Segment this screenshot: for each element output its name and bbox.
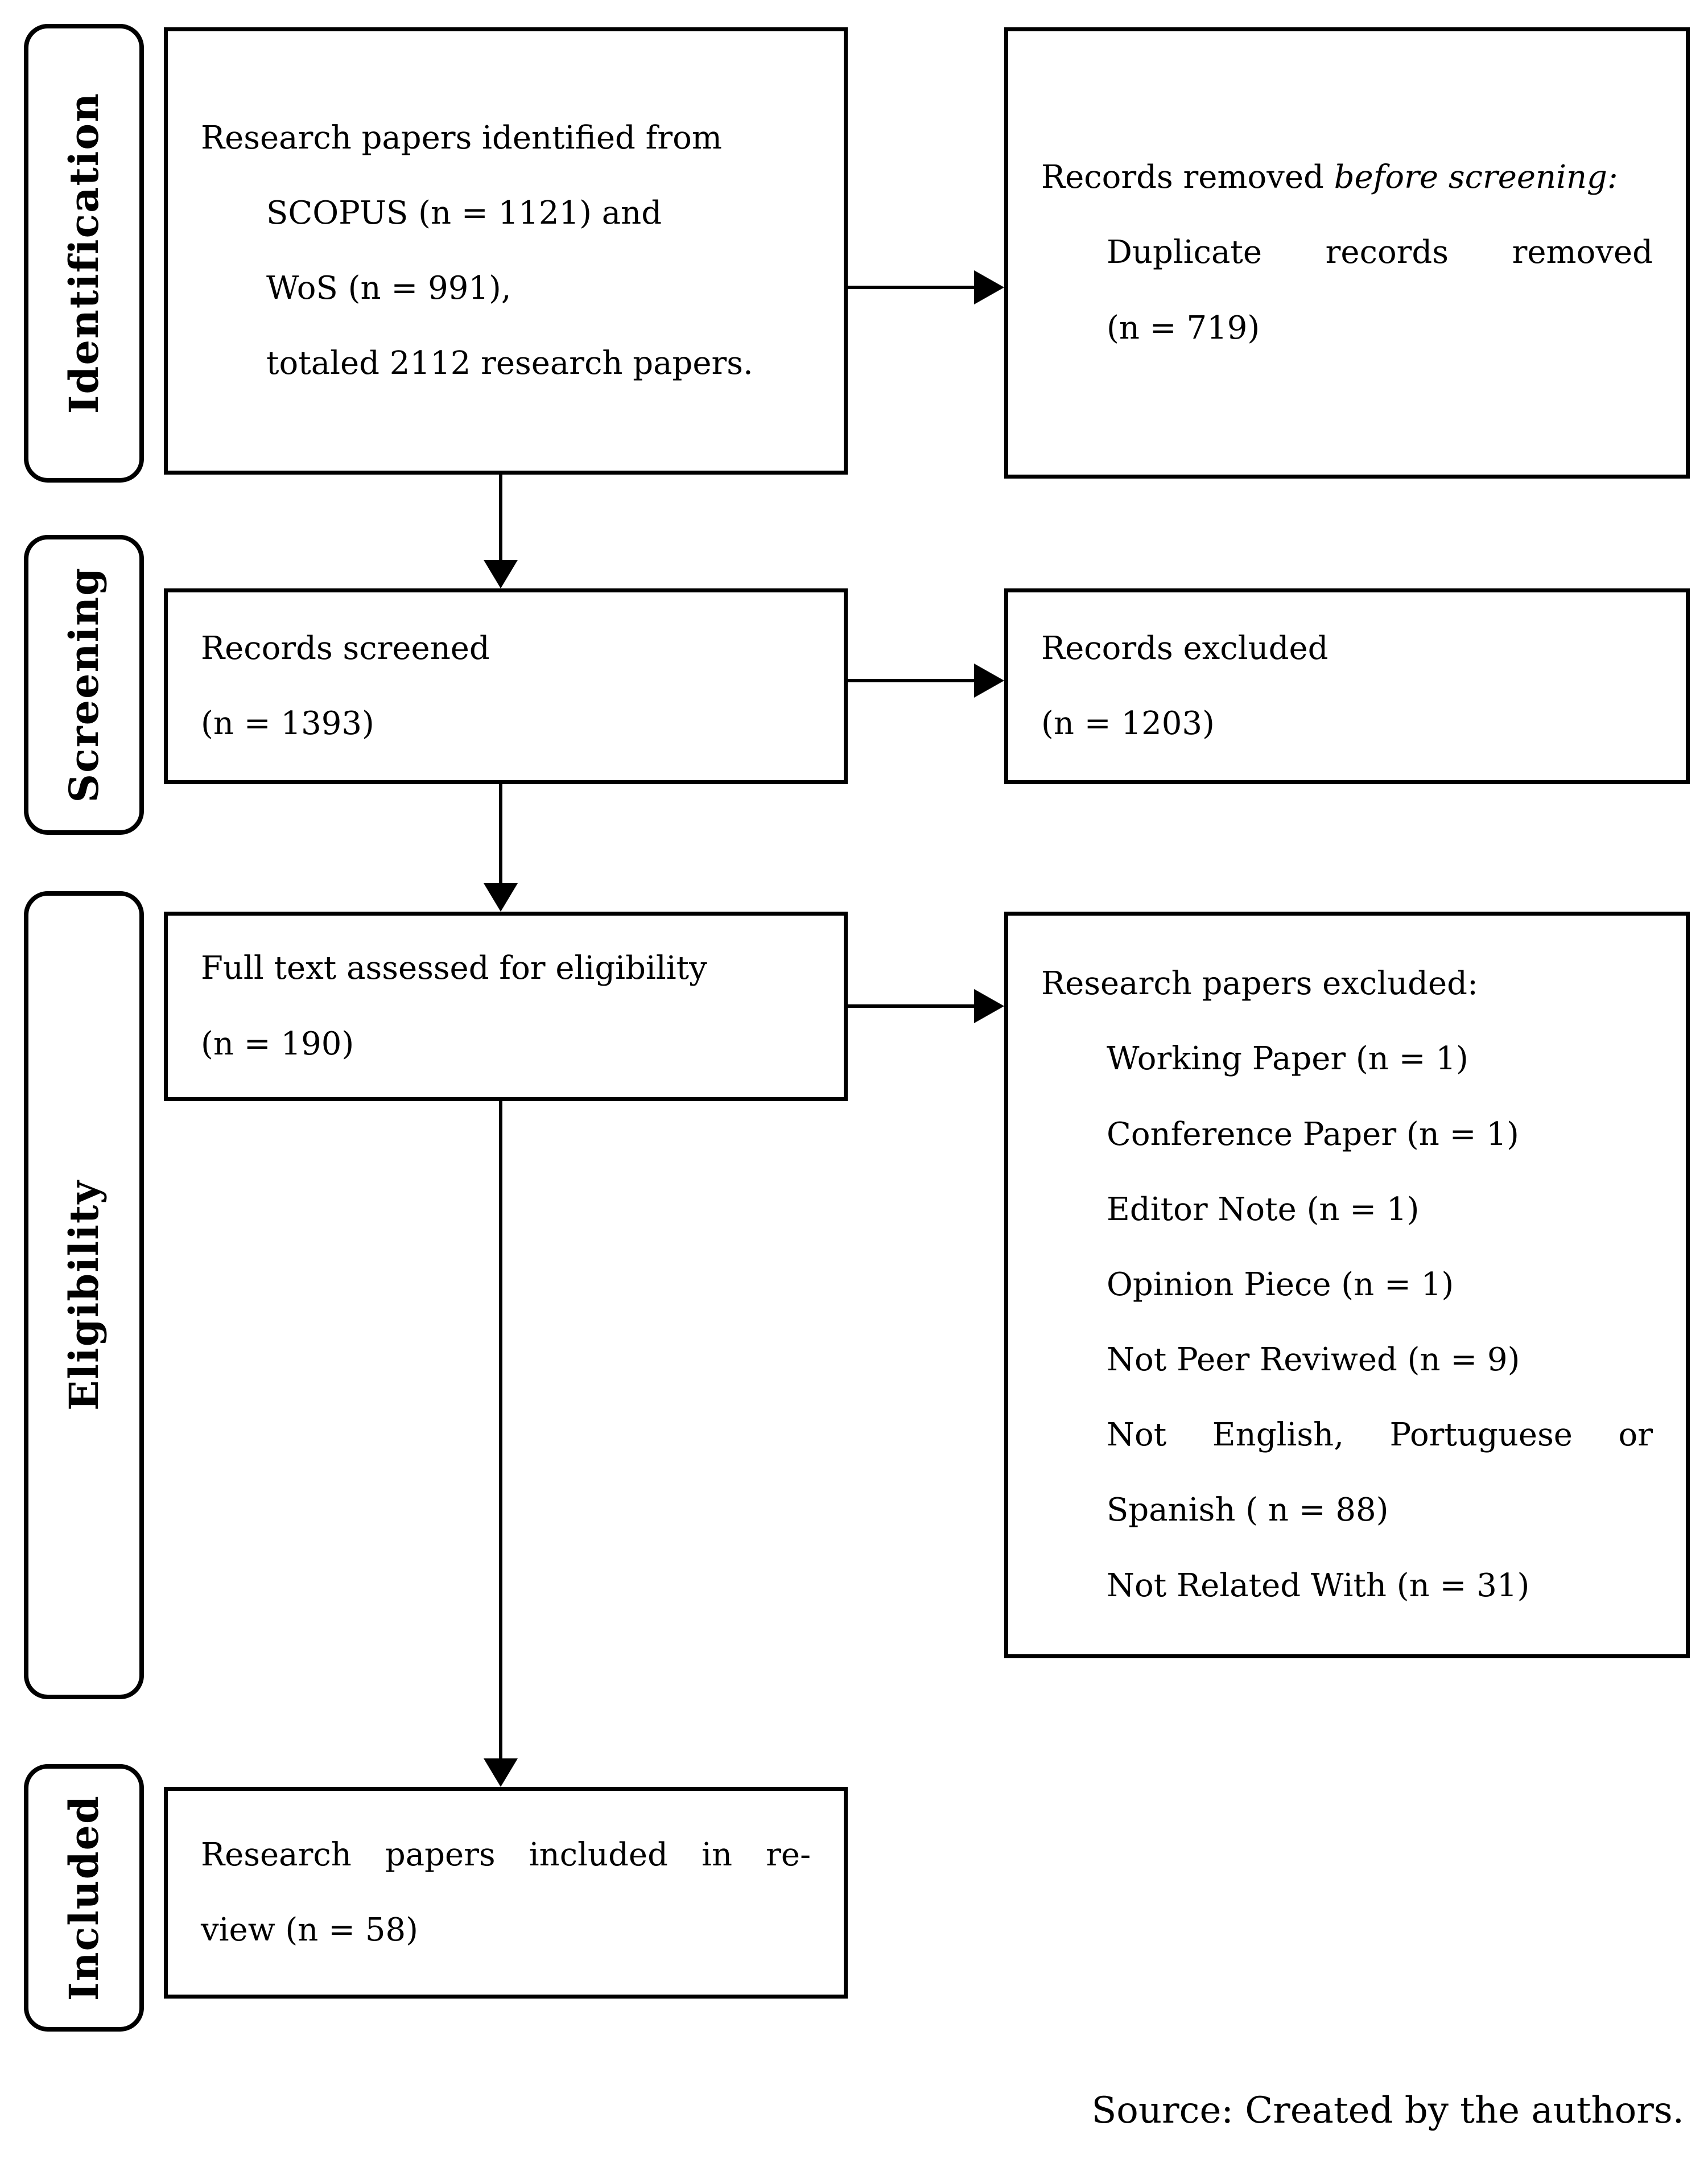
box-records-excluded: Records excluded (n = 1203)	[1004, 588, 1690, 784]
text-line: Records excluded	[1041, 629, 1329, 667]
stage-label-eligibility: Eligibility	[24, 891, 144, 1699]
text-line: Working Paper (n = 1)	[1107, 1040, 1468, 1078]
box-records-screened: Records screened (n = 1393)	[164, 588, 848, 784]
arrow-identified-to-screened	[499, 475, 502, 560]
text-line: WoS (n = 991),	[266, 270, 511, 307]
text-line: Records screened	[201, 629, 490, 667]
stage-label-text: Eligibility	[60, 1180, 108, 1411]
text-segment: Records removed	[1041, 159, 1334, 196]
text-segment-italic: before screening:	[1334, 159, 1618, 196]
text-line: Not English, Portuguese or	[1107, 1416, 1653, 1454]
stage-label-text: Screening	[60, 567, 108, 803]
text-line: Research papers identified from	[201, 119, 722, 156]
text-line: (n = 1393)	[201, 705, 374, 742]
box-papers-included-in-review: Research papers included in re-view (n =…	[164, 1787, 848, 1999]
text-line: SCOPUS (n = 1121) and	[266, 194, 662, 232]
box-text: Research papers excluded: Working Paper (…	[1008, 946, 1686, 1623]
source-note: Source: Created by the authors.	[1091, 2090, 1684, 2132]
arrow-screened-to-excluded	[848, 679, 974, 682]
text-line: Conference Paper (n = 1)	[1107, 1115, 1519, 1153]
text-line: Full text assessed for eligibility	[201, 950, 707, 987]
arrowhead-right-icon	[974, 989, 1004, 1023]
box-text: Records excluded (n = 1203)	[1008, 611, 1686, 761]
arrowhead-down-icon	[484, 883, 518, 912]
box-text: Full text assessed for eligibility (n = 1…	[168, 931, 844, 1081]
arrowhead-down-icon	[484, 1758, 518, 1787]
box-text: Records removed before screening: Duplica…	[1008, 140, 1686, 365]
stage-label-included: Included	[24, 1764, 144, 2032]
box-records-removed-before-screening: Records removed before screening: Duplica…	[1004, 27, 1690, 479]
text-line: (n = 1203)	[1041, 705, 1215, 742]
arrow-fulltext-to-included	[499, 1101, 502, 1758]
arrow-screened-to-fulltext	[499, 784, 502, 883]
stage-label-identification: Identification	[24, 24, 144, 483]
stage-label-text: Identification	[60, 92, 108, 414]
text-line: Duplicate records removed	[1107, 234, 1653, 271]
arrowhead-right-icon	[974, 664, 1004, 698]
text-line: (n = 719)	[1107, 309, 1260, 347]
text-line: Not Peer Reviwed (n = 9)	[1107, 1341, 1520, 1379]
box-research-papers-excluded: Research papers excluded: Working Paper (…	[1004, 912, 1690, 1658]
text-line: Research papers excluded:	[1041, 965, 1478, 1003]
text-line: totaled 2112 research papers.	[266, 345, 753, 382]
text-line: Not Related With (n = 31)	[1107, 1567, 1530, 1604]
text-line: view (n = 58)	[201, 1911, 418, 1948]
arrow-fulltext-to-papers-excluded	[848, 1004, 974, 1008]
text-line: Research papers included in re-	[201, 1836, 811, 1873]
arrowhead-right-icon	[974, 270, 1004, 304]
box-text: Records screened (n = 1393)	[168, 611, 844, 761]
stage-label-screening: Screening	[24, 535, 144, 835]
text-line: Opinion Piece (n = 1)	[1107, 1266, 1454, 1303]
arrow-identified-to-removed	[848, 286, 974, 289]
stage-label-text: Included	[60, 1794, 108, 2001]
text-line: Records removed before screening:	[1041, 140, 1653, 215]
arrowhead-down-icon	[484, 560, 518, 588]
box-full-text-assessed: Full text assessed for eligibility (n = 1…	[164, 912, 848, 1101]
text-line: Spanish ( n = 88)	[1107, 1492, 1389, 1529]
box-text: Research papers included in re-view (n =…	[168, 1818, 844, 1968]
text-line: Editor Note (n = 1)	[1107, 1190, 1420, 1228]
text-line: (n = 190)	[201, 1025, 354, 1062]
